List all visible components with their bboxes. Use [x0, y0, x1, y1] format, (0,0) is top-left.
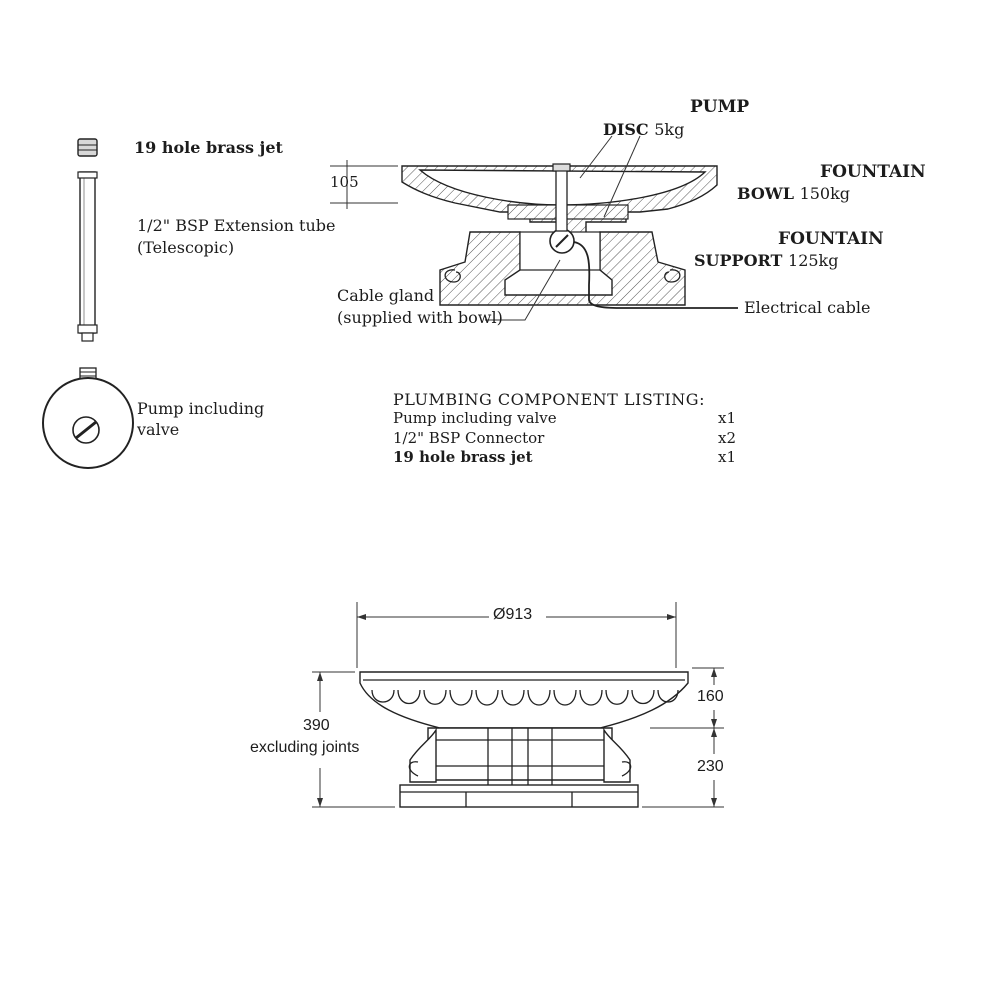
- listing-item-name: 1/2" BSP Connector: [393, 428, 545, 447]
- cable-gland-note: (supplied with bowl): [337, 308, 503, 327]
- bowl-height-dim: 160: [697, 688, 724, 705]
- brass-jet-icon: [77, 138, 98, 157]
- pump-icon: [42, 367, 134, 469]
- jet-label: 19 hole brass jet: [134, 138, 283, 157]
- diameter-dim: Ø913: [493, 606, 533, 623]
- support-weight: 125kg: [788, 251, 839, 270]
- support-label-2: SUPPORT 125kg: [694, 251, 839, 270]
- pump-disc-weight: 5kg: [654, 120, 685, 139]
- tube-label: 1/2" BSP Extension tube: [137, 216, 336, 235]
- height-total-dim: 390: [303, 717, 330, 734]
- support-word: SUPPORT: [694, 251, 783, 270]
- pump-label: Pump including: [137, 399, 265, 418]
- pump-disc-label-2: DISC 5kg: [603, 120, 685, 139]
- support-label: FOUNTAIN: [778, 229, 884, 249]
- tube-label-sub: (Telescopic): [137, 238, 235, 257]
- pump-label-sub: valve: [137, 420, 180, 439]
- listing-row: 1/2" BSP Connector x2: [393, 429, 738, 449]
- pump-disc-label: PUMP: [690, 97, 750, 117]
- bowl-label-2: BOWL 150kg: [737, 184, 851, 203]
- listing-row: 19 hole brass jet x1: [393, 448, 738, 468]
- bowl-label: FOUNTAIN: [820, 162, 926, 182]
- dim-105: 105: [330, 173, 359, 191]
- listing-item-name: Pump including valve: [393, 409, 557, 427]
- listing-row: Pump including valve x1: [393, 409, 738, 429]
- electrical-cable-label: Electrical cable: [744, 298, 871, 317]
- cable-gland-label: Cable gland: [337, 286, 435, 305]
- fountain-section: [330, 135, 738, 321]
- bowl-weight: 150kg: [799, 184, 851, 203]
- pump-disc-word: DISC: [603, 120, 649, 139]
- listing-title: PLUMBING COMPONENT LISTING:: [393, 390, 705, 409]
- height-note: excluding joints: [250, 739, 360, 756]
- listing-item-name: 19 hole brass jet: [393, 448, 533, 466]
- listing-item-qty: x1: [717, 409, 736, 427]
- bowl-word: BOWL: [737, 184, 794, 203]
- support-height-dim: 230: [697, 758, 724, 775]
- fountain-elevation: [312, 602, 724, 808]
- plumbing-listing: PLUMBING COMPONENT LISTING: Pump includi…: [393, 390, 738, 468]
- listing-item-qty: x1: [717, 448, 736, 466]
- listing-item-qty: x2: [717, 428, 736, 447]
- extension-tube-icon: [77, 171, 98, 342]
